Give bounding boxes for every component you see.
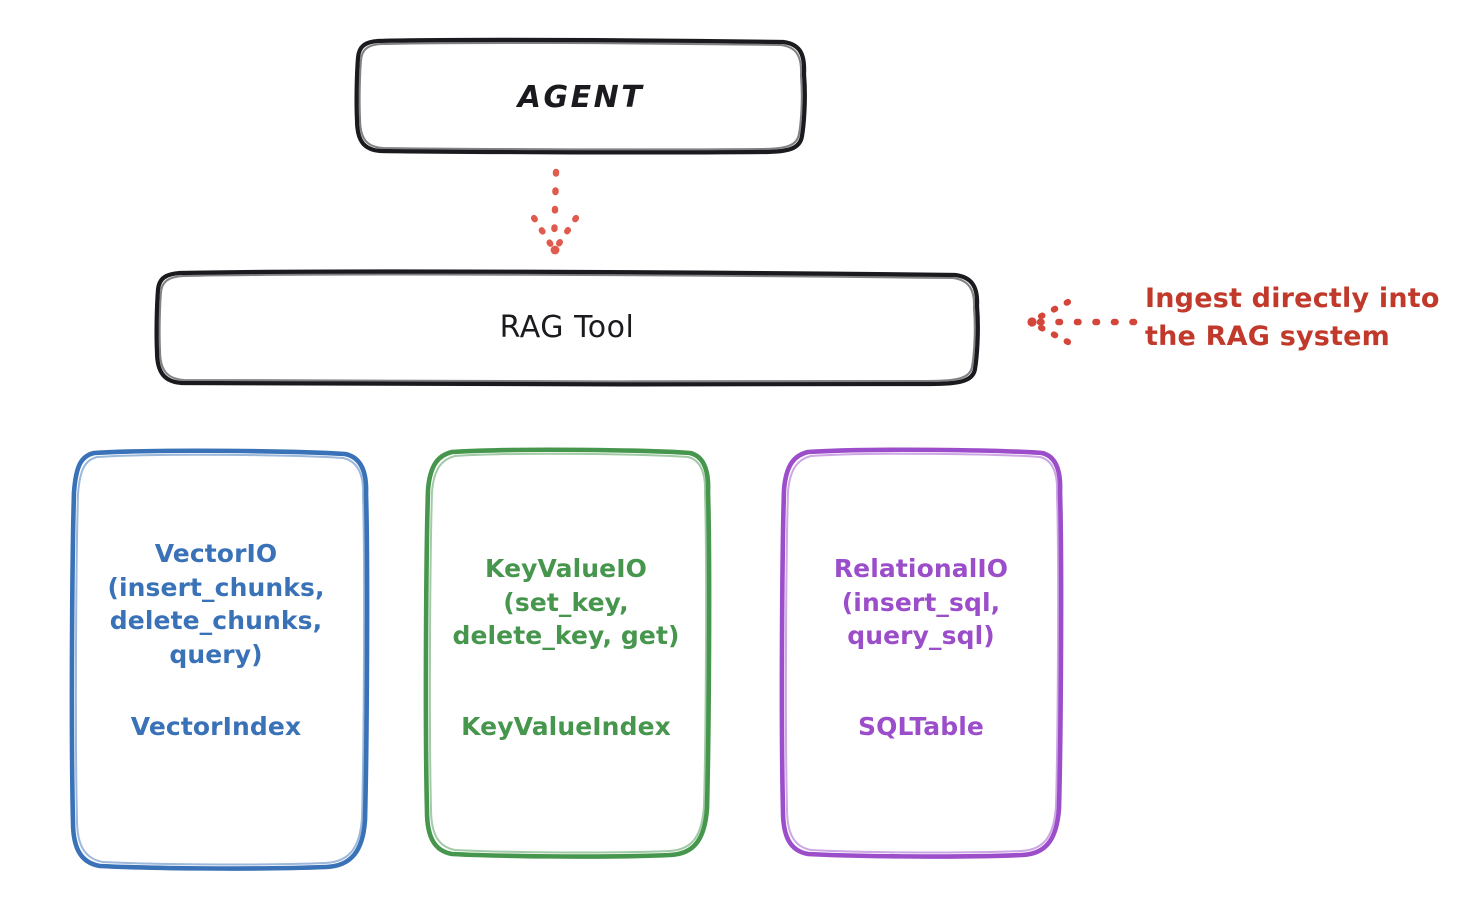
agent-node[interactable]: [354, 37, 807, 155]
keyvalue-store-index-label: KeyValueIndex: [461, 712, 671, 741]
agent-label: AGENT: [517, 80, 645, 115]
relational-store-node[interactable]: [779, 447, 1064, 859]
vector-store-node[interactable]: [69, 448, 370, 871]
connector-annotation-to-ragtool: [1027, 298, 1138, 346]
keyvalue-store-api-label: KeyValueIO (set_key, delete_key, get): [452, 554, 680, 650]
connector-agent-to-ragtool: [530, 168, 580, 255]
relational-store-index-label: SQLTable: [858, 712, 984, 741]
vector-store-index-label: VectorIndex: [130, 712, 302, 741]
rag-tool-label: RAG Tool: [499, 310, 635, 345]
keyvalue-store-node[interactable]: [423, 447, 712, 859]
vector-store-api-label: VectorIO (insert_chunks, delete_chunks, …: [107, 539, 325, 669]
relational-store-api-label: RelationalIO (insert_sql, query_sql): [833, 554, 1009, 650]
ingest-annotation-label: Ingest directly into the RAG system: [1145, 283, 1440, 353]
rag-tool-node[interactable]: [154, 269, 980, 387]
